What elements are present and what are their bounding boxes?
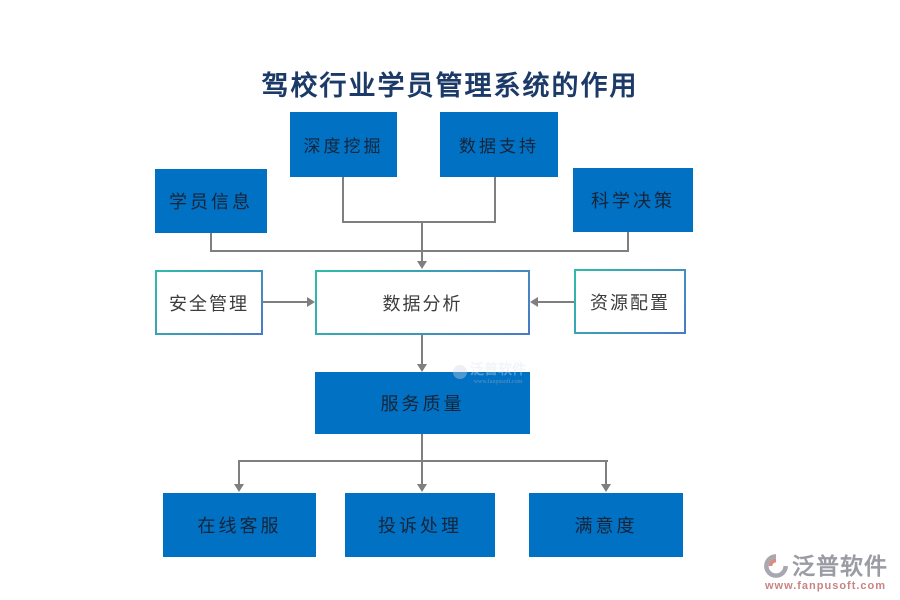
node-scientific-decision: 科学决策: [573, 168, 693, 232]
connector-line: [238, 460, 240, 485]
connector-line: [605, 460, 607, 485]
connector-line: [494, 177, 496, 223]
connector-line: [421, 335, 423, 365]
node-satisfaction: 满意度: [529, 493, 683, 557]
connector-line: [538, 301, 574, 303]
arrowhead-down-icon: [234, 484, 244, 492]
node-service-quality: 服务质量 泛普软件 www.fanpusoft.com: [315, 364, 530, 434]
node-resource-allocation: 资源配置: [574, 269, 686, 334]
node-label: 在线客服: [197, 516, 282, 536]
fanpu-logo: 泛普软件 www.fanpusoft.com: [763, 553, 888, 592]
node-label: 深度挖掘: [303, 137, 384, 156]
node-data-support: 数据支持: [440, 112, 558, 177]
connector-line: [421, 434, 423, 462]
fanpu-logo-url: www.fanpusoft.com: [764, 580, 887, 592]
connector-line: [238, 460, 608, 462]
watermark-logo-icon: [453, 365, 467, 379]
fanpu-logo-icon: [764, 554, 788, 578]
arrowhead-down-icon: [417, 261, 427, 269]
watermark-logo: 泛普软件 www.fanpusoft.com: [453, 364, 526, 385]
connector-line: [263, 301, 308, 303]
connector-line: [210, 233, 212, 252]
fanpu-logo-name: 泛普软件: [792, 553, 888, 579]
arrowhead-right-icon: [307, 297, 315, 307]
connector-line: [342, 177, 344, 223]
arrowhead-down-icon: [417, 364, 427, 372]
node-student-info: 学员信息: [155, 169, 267, 233]
node-online-service: 在线客服: [163, 493, 316, 557]
node-label: 资源配置: [590, 292, 670, 313]
node-label: 数据分析: [382, 293, 463, 314]
diagram-title: 驾校行业学员管理系统的作用: [261, 71, 639, 101]
arrowhead-down-icon: [601, 484, 611, 492]
connector-line: [627, 232, 629, 252]
node-label: 科学决策: [591, 191, 675, 211]
node-label: 服务质量: [380, 394, 465, 414]
arrowhead-down-icon: [417, 484, 427, 492]
arrowhead-left-icon: [530, 297, 538, 307]
node-label: 满意度: [574, 516, 638, 536]
connector-line: [210, 250, 629, 252]
node-label: 学员信息: [169, 192, 253, 212]
connector-line: [421, 221, 423, 262]
watermark-url: www.fanpusoft.com: [473, 379, 523, 385]
node-safety-management: 安全管理: [155, 270, 263, 335]
node-data-analysis: 数据分析: [315, 270, 530, 335]
node-label: 安全管理: [169, 293, 249, 314]
node-deep-mining: 深度挖掘: [290, 112, 397, 177]
watermark-name: 泛普软件: [470, 363, 526, 378]
node-complaint-handling: 投诉处理: [345, 493, 495, 557]
connector-line: [342, 221, 496, 223]
node-label: 投诉处理: [378, 516, 462, 536]
connector-line: [421, 460, 423, 485]
node-label: 数据支持: [459, 137, 539, 156]
